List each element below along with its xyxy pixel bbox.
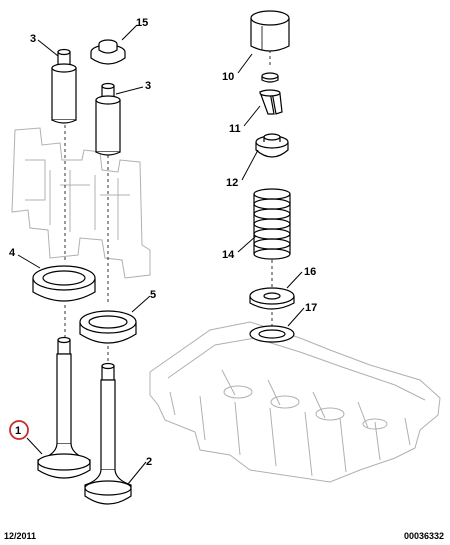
callout-16[interactable]: 16	[304, 266, 316, 278]
selected-part-highlight	[9, 420, 29, 440]
part-5-valve-seat-insert	[79, 310, 137, 344]
callout-4[interactable]: 4	[9, 247, 16, 259]
callout-17[interactable]: 17	[305, 302, 317, 314]
callout-15[interactable]: 15	[136, 17, 148, 29]
cylinder-head-block	[149, 321, 441, 483]
part-12-spring-retainer	[255, 133, 289, 158]
part-10-tappet	[250, 10, 290, 52]
part-11-valve-collets	[259, 89, 283, 115]
callout-14[interactable]: 14	[222, 249, 235, 261]
callout-3-right[interactable]: 3	[145, 80, 151, 92]
part-1-valve	[37, 336, 91, 479]
footer-date: 12/2011	[4, 531, 37, 541]
part-15-valve-stem-seal	[90, 39, 126, 65]
part-3-valve-guide-right	[95, 82, 121, 156]
part-17-washer	[249, 325, 295, 343]
cylinder-head-section-left	[11, 127, 151, 279]
callout-3-left[interactable]: 3	[30, 33, 36, 45]
callout-11[interactable]: 11	[229, 123, 241, 135]
part-14-valve-spring	[253, 188, 291, 260]
callout-10[interactable]: 10	[222, 71, 234, 83]
callout-12[interactable]: 12	[226, 177, 238, 189]
callout-1[interactable]: 1	[15, 425, 21, 437]
callout-2[interactable]: 2	[146, 456, 152, 468]
part-16-spring-seat	[249, 287, 295, 310]
callout-5[interactable]: 5	[150, 289, 156, 301]
assembly-axis-lines	[64, 50, 273, 365]
part-3-valve-guide-left	[51, 48, 77, 124]
leader-lines	[17, 24, 305, 485]
footer-reference-number: 00036332	[403, 531, 444, 541]
part-4-valve-seat-insert	[32, 265, 96, 302]
part-2-valve	[84, 362, 132, 505]
part-10-shim	[261, 72, 279, 83]
